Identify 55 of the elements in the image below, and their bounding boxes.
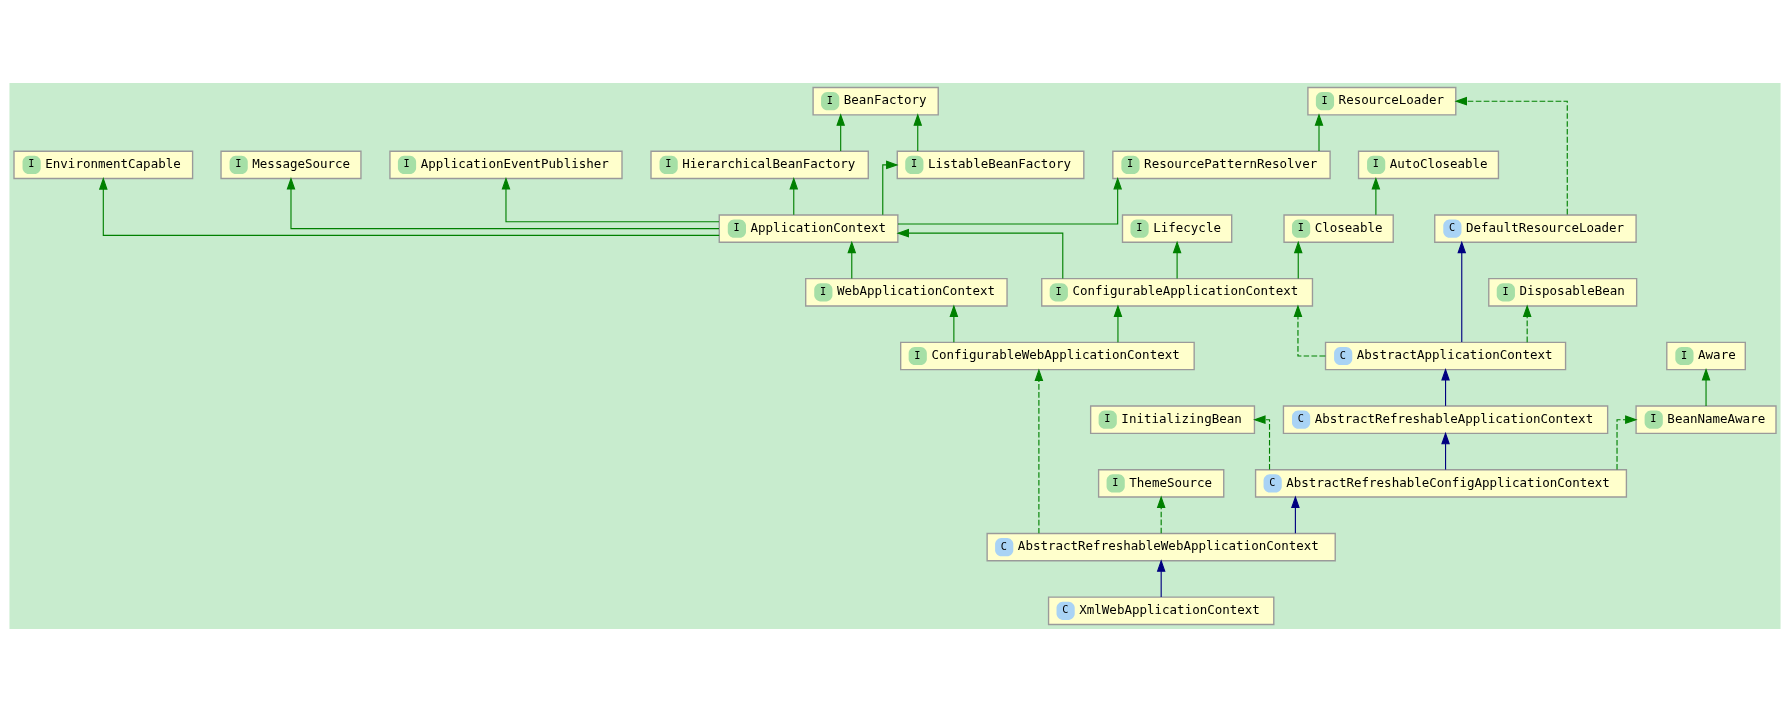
arrow — [1457, 240, 1467, 342]
node-box: I Closeable — [1283, 213, 1394, 243]
node-box: I WebApplicationContext — [805, 277, 1008, 307]
arrow — [1314, 112, 1324, 152]
arrow — [897, 176, 1123, 225]
node-box: I ConfigurableApplicationContext — [1041, 277, 1314, 307]
arrow — [1616, 414, 1638, 470]
node-box: I MessageSource — [220, 150, 362, 179]
arrow — [1454, 96, 1568, 215]
arrow — [949, 303, 959, 343]
arrow — [1293, 303, 1326, 357]
node-box: I AutoCloseable — [1357, 150, 1500, 179]
node-box: I ApplicationEventPublisher — [389, 150, 623, 179]
arrow — [882, 160, 899, 215]
arrow — [1701, 367, 1711, 406]
arrow — [847, 240, 857, 279]
arrow — [1156, 558, 1166, 598]
arrow — [836, 112, 846, 152]
arrow — [896, 228, 1064, 279]
node-box: C XmlWebApplicationContext — [1047, 595, 1275, 625]
arrow — [1291, 494, 1300, 534]
arrow — [1034, 367, 1044, 534]
arrow — [1113, 303, 1123, 343]
node-box: I ConfigurableWebApplicationContext — [900, 341, 1195, 370]
node-box: I Lifecycle — [1121, 213, 1233, 243]
arrow — [98, 176, 720, 236]
node-box: I EnvironmentCapable — [13, 150, 194, 179]
node-box: I InitializingBean — [1089, 404, 1256, 434]
node-box: C DefaultResourceLoader — [1434, 213, 1637, 243]
node-box: I ApplicationContext — [718, 213, 899, 243]
arrow — [1441, 367, 1450, 406]
arrow — [1371, 176, 1381, 215]
node-box: I HierarchicalBeanFactory — [650, 150, 869, 179]
node-box: I BeanFactory — [812, 86, 939, 116]
node-box: C AbstractApplicationContext — [1324, 341, 1567, 370]
arrow — [1522, 303, 1532, 343]
arrow — [1253, 414, 1271, 470]
arrow — [1172, 240, 1182, 279]
node-box: I Aware — [1666, 341, 1746, 370]
arrow — [501, 176, 720, 222]
arrow — [1441, 431, 1450, 470]
node-box: I DisposableBean — [1488, 277, 1638, 307]
node-box: I BeanNameAware — [1635, 404, 1777, 434]
node-box: C AbstractRefreshableConfigApplicationContext — [1254, 468, 1628, 498]
arrow — [789, 176, 799, 215]
node-box: I ResourceLoader — [1307, 86, 1457, 116]
node-box: I ThemeSource — [1097, 468, 1225, 498]
node-box: I ResourcePatternResolver — [1112, 150, 1331, 179]
node-box: C AbstractRefreshableApplicationContext — [1282, 404, 1609, 434]
arrow — [286, 176, 720, 229]
arrow — [1293, 240, 1303, 279]
node-box: I ListableBeanFactory — [896, 150, 1085, 179]
arrow — [913, 112, 923, 152]
arrow — [1156, 494, 1166, 534]
node-box: C AbstractRefreshableWebApplicationContext — [986, 532, 1336, 561]
